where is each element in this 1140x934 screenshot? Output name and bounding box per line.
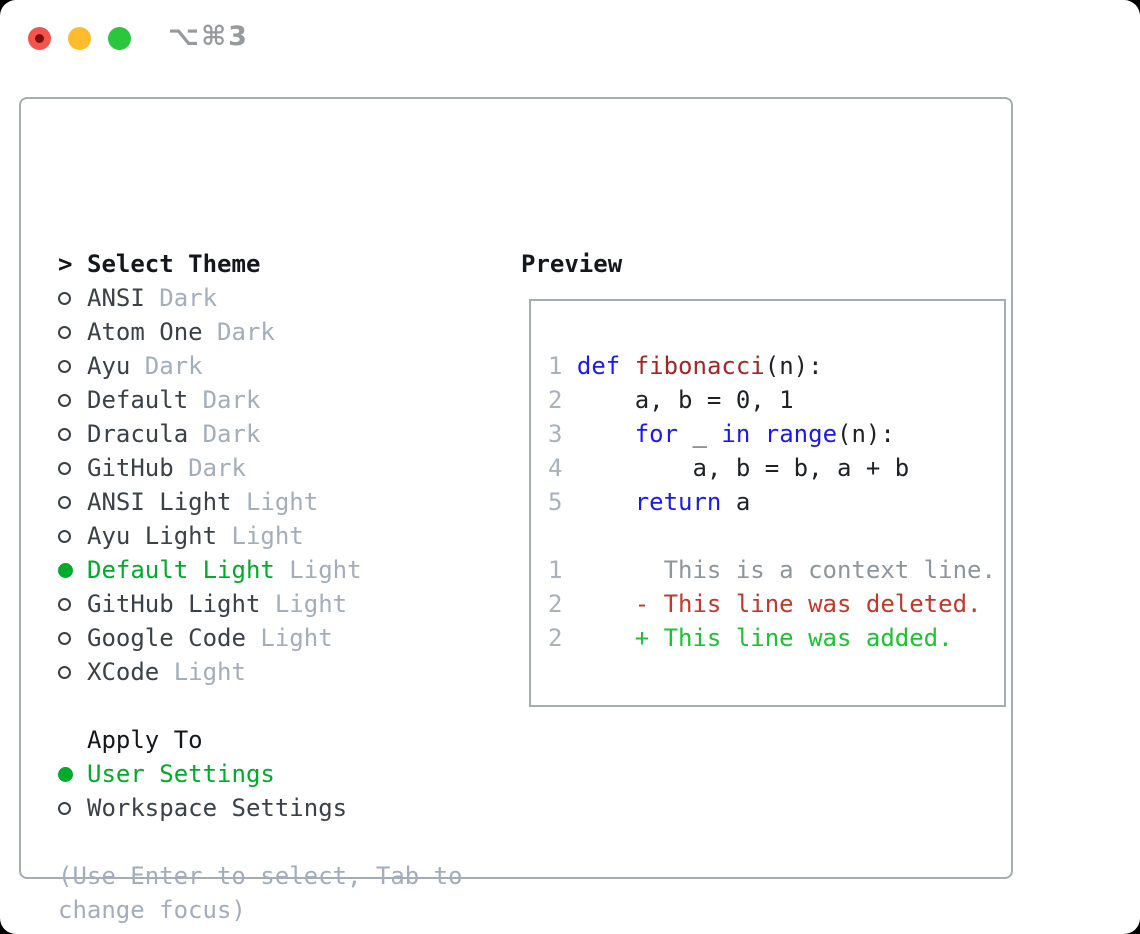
line-number: 1 (548, 352, 577, 380)
radio-unselected-icon (58, 801, 87, 815)
theme-option[interactable]: XCode Light (58, 655, 362, 689)
cursor-marker: > (58, 250, 87, 278)
theme-option[interactable]: ANSI Dark (58, 281, 362, 315)
radio-unselected-icon (58, 597, 87, 611)
radio-unselected-icon (58, 291, 87, 305)
theme-list-title: Select Theme (87, 250, 261, 278)
close-button[interactable] (28, 27, 51, 50)
theme-option-name: Default (87, 386, 189, 414)
theme-option[interactable]: Atom One Dark (58, 315, 362, 349)
radio-unselected-icon (58, 359, 87, 373)
theme-option-variant: Light (274, 556, 362, 584)
theme-option-variant: Light (260, 590, 348, 618)
zoom-button[interactable] (108, 27, 131, 50)
apply-option-name: Workspace Settings (87, 794, 348, 822)
theme-option[interactable]: GitHub Light Light (58, 587, 362, 621)
theme-option-name: Default Light (87, 556, 275, 584)
line-number (548, 522, 577, 550)
theme-option-variant: Light (245, 624, 333, 652)
radio-unselected-icon (58, 665, 87, 679)
theme-option-name: ANSI Light (87, 488, 232, 516)
apply-to-title: Apply To (87, 726, 203, 754)
radio-unselected-icon (58, 529, 87, 543)
radio-unselected-icon (58, 461, 87, 475)
theme-option-name: Google Code (87, 624, 246, 652)
line-number: 2 (548, 386, 577, 414)
line-number: 1 (548, 556, 577, 584)
theme-option[interactable]: Default Light Light (58, 553, 362, 587)
theme-option-variant: Dark (188, 386, 261, 414)
theme-option[interactable]: ANSI Light Light (58, 485, 362, 519)
theme-option[interactable]: Default Dark (58, 383, 362, 417)
preview-title-text: Preview (521, 250, 623, 278)
radio-unselected-icon (58, 631, 87, 645)
traffic-lights (28, 27, 131, 50)
theme-option-variant: Dark (188, 420, 261, 448)
window-shortcut-label: ⌥⌘3 (168, 21, 249, 52)
code-line: 2 - This line was deleted. (548, 590, 982, 618)
theme-list-header: > Select Theme (58, 247, 362, 281)
keyboard-hint: (Use Enter to select, Tab to change focu… (58, 859, 463, 927)
hint-line-2: change focus) (58, 896, 246, 924)
apply-option[interactable]: Workspace Settings (58, 791, 347, 825)
code-line: 4 a, b = b, a + b (548, 454, 910, 482)
theme-option-variant: Dark (202, 318, 275, 346)
theme-option-name: Ayu Light (87, 522, 218, 550)
hint-line-1: (Use Enter to select, Tab to (58, 862, 463, 890)
line-number: 2 (548, 624, 577, 652)
code-line: 2 + This line was added. (548, 624, 953, 652)
cursor-icon: > (58, 250, 73, 278)
code-line: 3 for _ in range(n): (548, 420, 895, 448)
line-number: 4 (548, 454, 577, 482)
code-line: 2 a, b = 0, 1 (548, 386, 794, 414)
code-line: 5 return a (548, 488, 751, 516)
minimize-button[interactable] (68, 27, 91, 50)
radio-unselected-icon (58, 495, 87, 509)
theme-option-name: XCode (87, 658, 160, 686)
apply-option-name: User Settings (87, 760, 275, 788)
radio-selected-icon (58, 766, 87, 782)
theme-option-variant: Light (217, 522, 304, 550)
theme-option[interactable]: GitHub Dark (58, 451, 362, 485)
code-line: 1 This is a context line. (548, 556, 996, 584)
theme-option-name: GitHub Light (87, 590, 261, 618)
theme-option-variant: Dark (130, 352, 203, 380)
code-line (548, 522, 996, 556)
theme-option[interactable]: Google Code Light (58, 621, 362, 655)
line-number: 2 (548, 590, 577, 618)
line-number: 5 (548, 488, 577, 516)
titlebar: ⌥⌘3 (0, 0, 1140, 76)
code-preview: 1 def fibonacci(n): 2 a, b = 0, 1 3 for _ … (548, 352, 996, 658)
apply-option[interactable]: User Settings (58, 757, 347, 791)
theme-option[interactable]: Ayu Dark (58, 349, 362, 383)
preview-heading: Preview (521, 247, 622, 281)
theme-option[interactable]: Dracula Dark (58, 417, 362, 451)
code-line: 1 def fibonacci(n): (548, 352, 823, 380)
theme-option-variant: Dark (144, 284, 218, 312)
theme-option-variant: Light (231, 488, 319, 516)
radio-unselected-icon (58, 325, 87, 339)
close-dot-icon (35, 34, 44, 43)
theme-option-name: GitHub (87, 454, 174, 482)
theme-option-variant: Light (159, 658, 246, 686)
theme-option-variant: Dark (173, 454, 246, 482)
apply-to-header: Apply To (58, 723, 347, 757)
theme-option-name: Ayu (87, 352, 131, 380)
theme-option-name: ANSI (87, 284, 145, 312)
preview-pane: 1 def fibonacci(n): 2 a, b = 0, 1 3 for _ … (529, 299, 1006, 707)
theme-option-name: Atom One (87, 318, 203, 346)
theme-option-name: Dracula (87, 420, 189, 448)
line-number: 3 (548, 420, 577, 448)
radio-unselected-icon (58, 427, 87, 441)
radio-unselected-icon (58, 393, 87, 407)
radio-selected-icon (58, 562, 87, 578)
theme-option[interactable]: Ayu Light Light (58, 519, 362, 553)
